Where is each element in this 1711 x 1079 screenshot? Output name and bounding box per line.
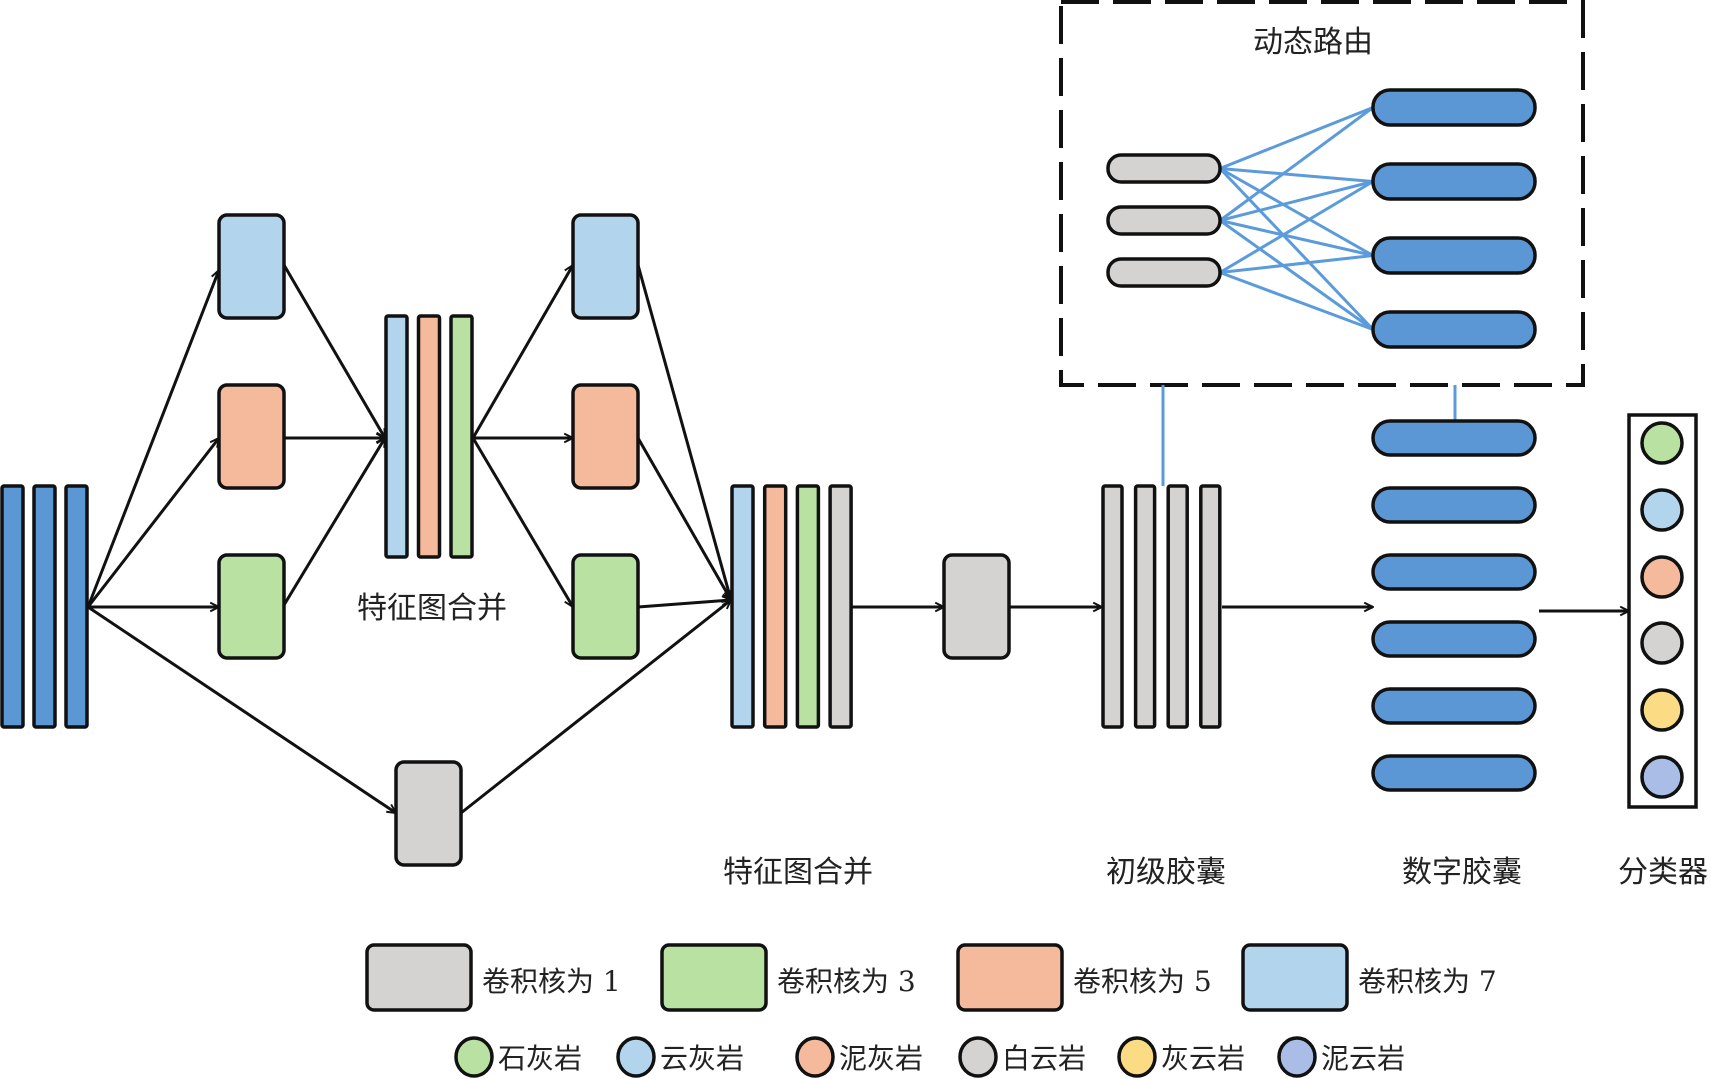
stage2-conv-kernel7_blue — [571, 213, 640, 320]
routing-primary-capsule — [1106, 257, 1222, 288]
legend-label-kernel: 卷积核为 1 — [482, 965, 621, 998]
legend-label-class: 灰云岩 — [1161, 1042, 1245, 1075]
routing-digit-capsule — [1371, 88, 1537, 127]
classifier-output-class_argillaceous_limestone — [1640, 555, 1684, 599]
arrow-s2-blue-to-concat2 — [636, 264, 731, 600]
digit-capsule — [1371, 486, 1537, 524]
dynamic-routing-title: 动态路由 — [1253, 25, 1373, 60]
arrow-s2-orange-to-concat2 — [636, 437, 733, 600]
routing-connection — [1219, 219, 1374, 257]
arrow-s2-green-to-concat2 — [637, 600, 731, 609]
legend-label-kernel: 卷积核为 7 — [1358, 965, 1497, 998]
legend-swatch-class — [616, 1036, 656, 1078]
stage2-conv-kernel3_green — [571, 553, 640, 660]
digit-capsule — [1371, 754, 1537, 792]
legend-label-class: 石灰岩 — [498, 1042, 582, 1075]
network-blocks — [0, 213, 1698, 867]
concat1-bar-kernel3_green — [449, 314, 474, 559]
routing-connection — [1219, 254, 1374, 274]
stage1-conv-kernel3_green — [217, 553, 286, 660]
concat2-label: 特征图合并 — [723, 855, 873, 890]
routing-connection — [1219, 180, 1374, 222]
legend-swatch-kernel — [956, 943, 1064, 1012]
arrow-concat1-to-s2-blue — [471, 265, 575, 439]
classifier-output-class_dolomitic_limestone — [1640, 488, 1684, 532]
concat2-bar-kernel1_gray — [828, 484, 853, 729]
post-concat-conv — [942, 553, 1011, 660]
arrow-s1-blue-to-concat1 — [282, 264, 387, 438]
routing-connection — [1219, 167, 1374, 183]
legend-label-class: 云灰岩 — [660, 1042, 744, 1075]
arrow-input-to-s1-orange — [86, 438, 219, 608]
classifier-output-class_argillaceous_dolomite — [1640, 755, 1684, 799]
digit-capsule — [1371, 553, 1537, 591]
legend-label-class: 泥云岩 — [1321, 1042, 1405, 1075]
legend-swatch-class — [1117, 1036, 1157, 1078]
classifier-box — [1627, 413, 1698, 809]
routing-connection — [1219, 106, 1374, 170]
routing-digit-capsule — [1371, 310, 1537, 349]
primary-capsule-bar — [1133, 484, 1157, 729]
routing-connection — [1219, 271, 1374, 331]
dynamic-routing-panel — [1059, 0, 1585, 486]
legend-label-kernel: 卷积核为 3 — [777, 965, 916, 998]
legend-label-kernel: 卷积核为 5 — [1073, 965, 1212, 998]
digit-capsule — [1371, 687, 1537, 725]
classifier-output-class_calcitic_dolomite — [1640, 688, 1684, 732]
concat2-bar-kernel3_green — [795, 484, 821, 729]
legend-swatch-class — [795, 1036, 835, 1078]
digit-caps-label: 数字胶囊 — [1402, 855, 1522, 890]
stage1-conv-shortcut — [394, 760, 463, 867]
input-feature-bar — [64, 484, 89, 729]
arrow-concat1-to-s2-green — [471, 437, 575, 607]
arrow-shortcut-to-concat2 — [460, 600, 731, 815]
stage1-conv-kernel5_orange — [217, 383, 286, 490]
legend-swatch-class — [454, 1036, 494, 1078]
stage1-conv-kernel7_blue — [217, 213, 286, 320]
primary-capsule-bar — [1101, 484, 1124, 729]
legend-swatch-kernel — [660, 943, 768, 1012]
classifier-output-class_limestone — [1640, 421, 1684, 465]
digit-capsule — [1371, 620, 1537, 658]
routing-digit-capsule — [1371, 162, 1537, 201]
routing-primary-capsule — [1106, 205, 1222, 236]
concat1-label: 特征图合并 — [357, 591, 507, 626]
routing-connection — [1219, 167, 1374, 257]
flow-arrows — [86, 264, 1629, 815]
stage2-conv-kernel5_orange — [571, 383, 640, 490]
digit-capsule — [1371, 419, 1537, 457]
input-feature-bar — [32, 484, 57, 729]
classifier-output-class_dolomite — [1640, 621, 1684, 665]
routing-connection — [1219, 219, 1374, 331]
concat2-bar-kernel7_blue — [730, 484, 755, 729]
routing-connection — [1219, 180, 1374, 274]
input-feature-bar — [0, 484, 25, 729]
arrow-input-to-s1-blue — [86, 270, 219, 608]
legend-label-class: 泥灰岩 — [839, 1042, 923, 1075]
concat1-bar-kernel7_blue — [384, 314, 409, 559]
legend: 卷积核为 1 卷积核为 3 卷积核为 5 卷积核为 7 石灰岩 云灰岩 泥灰岩 白云岩 灰云岩 泥… — [365, 943, 1497, 1078]
arrow-input-to-shortcut — [87, 605, 396, 815]
routing-digit-capsule — [1371, 236, 1537, 275]
legend-swatch-kernel — [1241, 943, 1349, 1012]
classifier-label: 分类器 — [1618, 855, 1708, 890]
concat2-bar-kernel5_orange — [762, 484, 788, 729]
legend-swatch-class — [958, 1036, 998, 1078]
routing-connection — [1219, 106, 1374, 222]
routing-connection — [1218, 167, 1375, 331]
arrow-s1-green-to-concat1 — [282, 438, 387, 606]
legend-swatch-class — [1277, 1036, 1317, 1078]
primary-capsule-bar — [1166, 484, 1189, 729]
primary-caps-label: 初级胶囊 — [1106, 855, 1226, 890]
legend-label-class: 白云岩 — [1002, 1042, 1086, 1075]
primary-capsule-bar — [1199, 484, 1222, 729]
routing-primary-capsule — [1106, 153, 1222, 184]
dynamic-routing-border — [1059, 0, 1585, 387]
concat1-bar-kernel5_orange — [416, 314, 442, 559]
legend-swatch-kernel — [365, 943, 473, 1012]
